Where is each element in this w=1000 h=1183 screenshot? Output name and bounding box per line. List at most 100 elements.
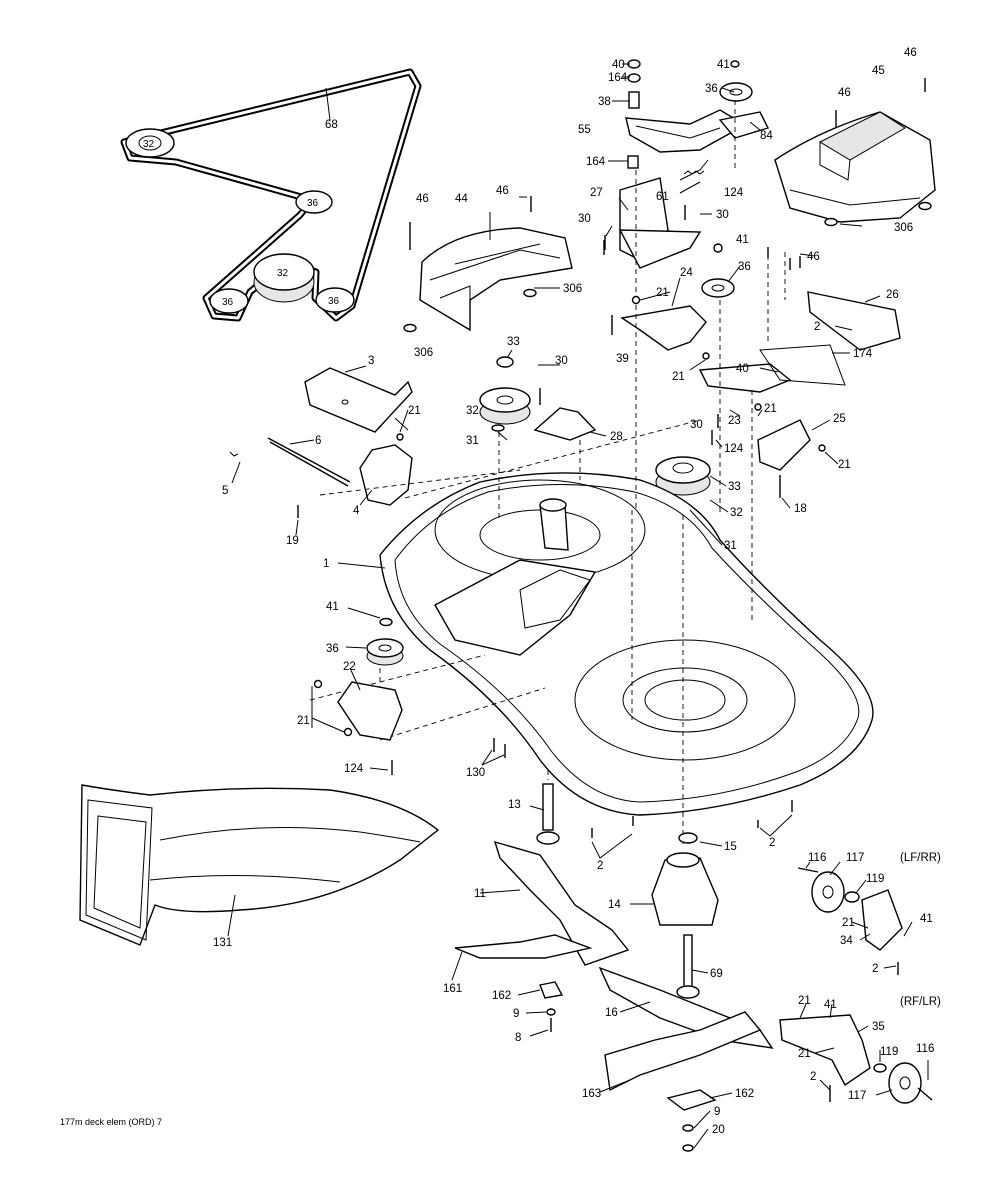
callout-46: 46 [416,193,429,205]
callout-69: 69 [710,968,723,980]
callout-21: 21 [798,1048,811,1060]
drive-belt-inner [122,70,420,320]
callout-33: 33 [728,481,741,493]
callout-13: 13 [508,799,521,811]
callout-21: 21 [764,403,777,415]
callout-164: 164 [608,72,628,84]
callout-18: 18 [794,503,807,515]
callout-30: 30 [690,419,703,431]
belt-pulley-36-right [295,190,333,214]
callout-45: 45 [872,65,885,77]
callout-162: 162 [492,990,511,1002]
hardware-fasteners [403,78,932,838]
callout-11: 11 [474,888,486,900]
callout-21: 21 [798,995,811,1007]
callout-116: 116 [808,852,826,864]
callout-25: 25 [833,413,846,425]
callout-306: 306 [894,222,913,234]
callout-61: 61 [656,191,669,203]
callout-21: 21 [656,287,669,299]
callout-41: 41 [736,234,749,246]
belt-pulley-36-bottom [315,287,355,313]
belt-pulley-label: 32 [143,139,155,150]
left-idler-pulley-assembly [313,617,506,775]
callout-68: 68 [325,119,338,131]
callout-21: 21 [672,371,685,383]
callout-46: 46 [838,87,851,99]
mower-deck-housing [379,472,874,816]
callout-32: 32 [466,405,479,417]
belt-pulley-36-left [209,288,249,314]
callout-174: 174 [853,348,873,360]
callout-39: 39 [616,353,629,365]
callout-36: 36 [326,643,339,655]
callout-46: 46 [496,185,509,197]
callout-124: 124 [724,187,744,199]
callout-19: 19 [286,535,299,547]
callout-2: 2 [769,837,775,849]
right-belt-cover [774,111,936,223]
callout-119: 119 [866,873,884,885]
callout-21: 21 [408,405,421,417]
callout-5: 5 [222,485,228,497]
callout-36: 36 [705,83,718,95]
callout-21: 21 [838,459,851,471]
callout-32: 32 [730,507,743,519]
callout-3: 3 [368,355,374,367]
callout-21: 21 [297,715,310,727]
callout-4: 4 [353,505,360,517]
callout-162: 162 [735,1088,754,1100]
callout-46: 46 [904,47,917,59]
callout-2: 2 [597,860,603,872]
callout-2: 2 [814,321,820,333]
callout-6: 6 [315,435,321,447]
callout-38: 38 [598,96,611,108]
callout-22: 22 [343,661,356,673]
right-upper-pulley [655,414,719,512]
callout-21: 21 [842,917,855,929]
callout-131: 131 [213,937,232,949]
callout-30: 30 [716,209,729,221]
left-upper-pulley [479,356,597,441]
callout-leaders [227,63,929,1149]
right-bracket-assembly [757,252,901,498]
callout-31: 31 [466,435,479,447]
callout-41: 41 [326,601,339,613]
callout-30: 30 [555,355,568,367]
belt-routing-inset: 32 36 32 36 36 [120,68,422,322]
callout-44: 44 [455,193,468,205]
belt-pulley-32-top [125,128,175,158]
left-bracket-assembly [229,367,413,518]
callout-306: 306 [563,283,582,295]
callout-9: 9 [513,1008,519,1020]
view-label-rf-lr: (RF/LR) [900,996,941,1008]
callout-2: 2 [872,963,878,975]
callout-46: 46 [807,251,820,263]
left-spindle-blade-assembly [454,783,630,1032]
callout-26: 26 [886,289,899,301]
callout-117: 117 [848,1090,866,1102]
callout-40: 40 [612,59,625,71]
callout-116: 116 [916,1043,934,1055]
callout-117: 117 [846,852,864,864]
callout-27: 27 [590,187,603,199]
callout-16: 16 [605,1007,618,1019]
callout-31: 31 [724,540,737,552]
belt-pulley-label: 36 [328,296,340,307]
view-label-lf-rr: (LF/RR) [900,852,941,864]
callout-34: 34 [840,935,853,947]
callout-24: 24 [680,267,693,279]
gauge-wheel-lf-rr [797,867,903,975]
callout-36: 36 [738,261,751,273]
callout-numbers: 68 40 164 38 55 164 41 36 84 124 46 45 4… [213,47,934,1136]
callout-41: 41 [920,913,933,925]
callout-20: 20 [712,1124,725,1136]
callout-35: 35 [872,1021,885,1033]
callout-1: 1 [323,558,329,570]
callout-55: 55 [578,124,591,136]
callout-41: 41 [824,999,837,1011]
discharge-chute [79,784,440,946]
left-belt-cover [419,227,573,332]
callout-9: 9 [714,1106,720,1118]
